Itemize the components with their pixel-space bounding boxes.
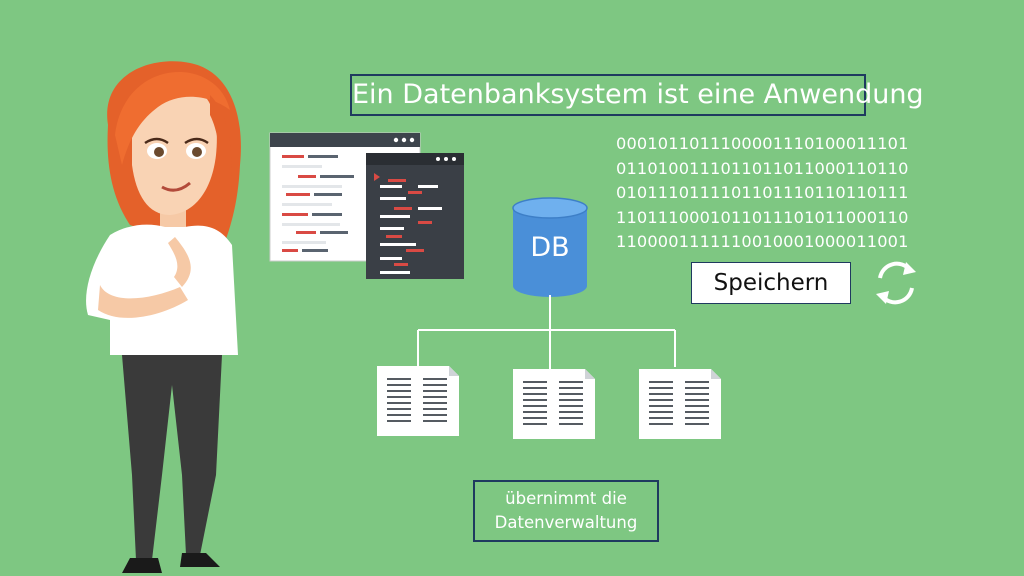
binary-data-block: 0001011011100001110100011101 01101001110… (616, 132, 926, 255)
document-icon (377, 366, 459, 436)
code-window-icon (269, 132, 464, 279)
refresh-icon (876, 261, 916, 305)
data-management-line: übernimmt die (505, 489, 627, 508)
document-icon (639, 369, 721, 439)
binary-line: 1101110001011011101011000110 (616, 207, 909, 227)
title-box: Ein Datenbanksystem ist eine Anwendung (350, 74, 924, 116)
database-icon (512, 197, 588, 297)
tree-connector (417, 295, 676, 370)
database-label: DB (530, 232, 570, 263)
document-icon (513, 369, 595, 439)
binary-line: 0001011011100001110100011101 (616, 134, 909, 153)
data-management-line: Datenverwaltung (494, 513, 638, 532)
data-management-box: übernimmt die Datenverwaltung (473, 480, 659, 542)
save-label-box: Speichern (691, 262, 851, 304)
binary-line: 0101110111101101110110110111 (616, 183, 909, 202)
binary-line: 1100001111110010001000011001 (616, 232, 909, 251)
binary-line: 0110100111011011011000110110 (616, 158, 909, 178)
character-illustration (86, 61, 241, 573)
